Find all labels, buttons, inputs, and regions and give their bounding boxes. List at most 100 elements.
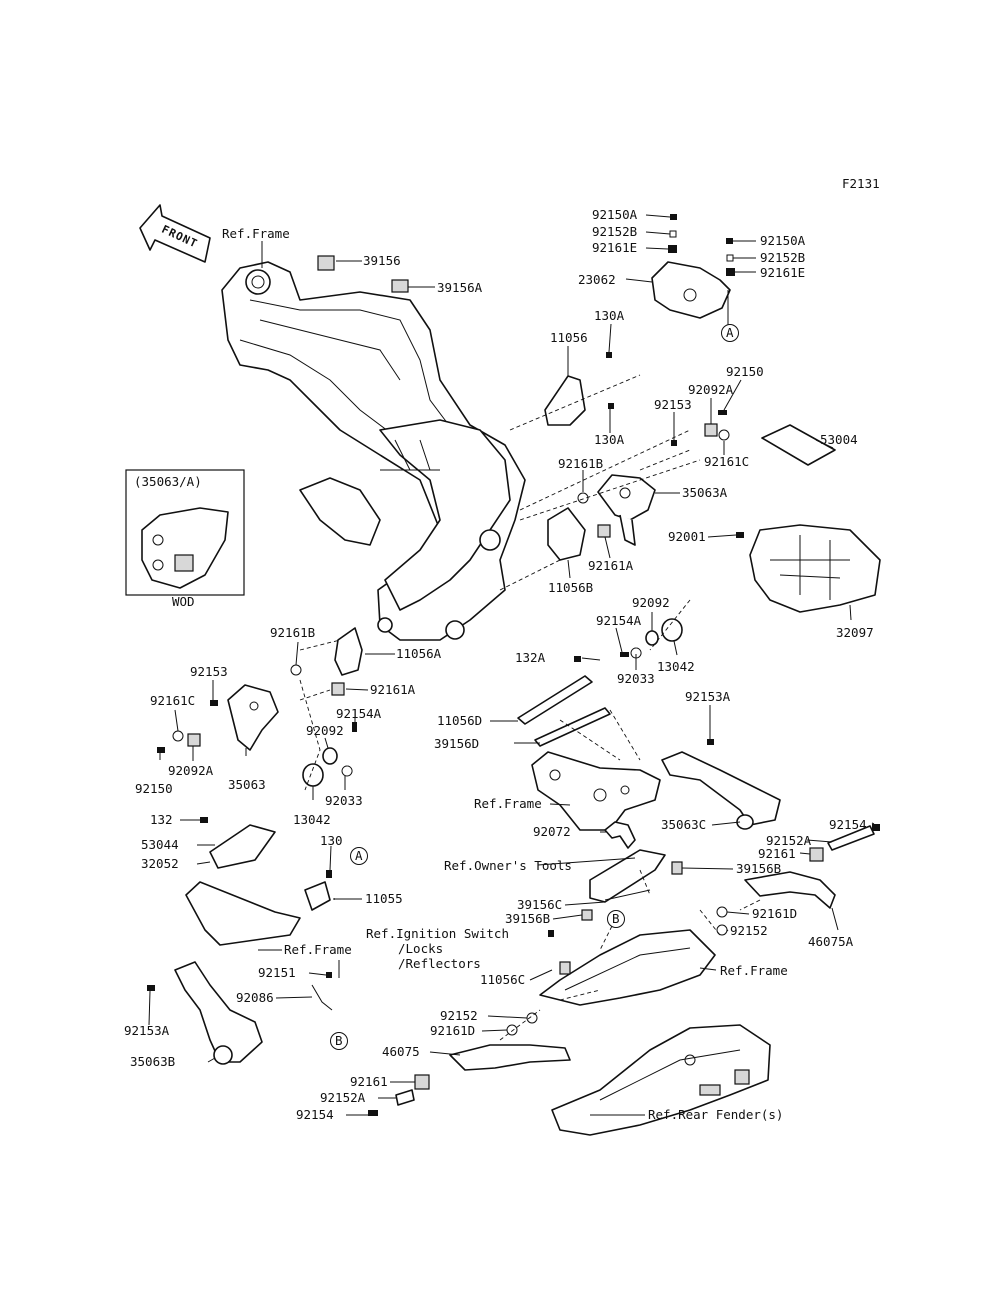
label-39156A: 39156A (437, 280, 483, 295)
label-92001: 92001 (668, 529, 706, 544)
label-ref-frame-top: Ref.Frame (222, 226, 290, 241)
clamp-92072 (604, 821, 636, 849)
label-92153-l: 92153 (190, 664, 228, 679)
label-92152A-r: 92152A (766, 833, 812, 848)
washer-92161B-r (577, 492, 589, 504)
label-92153A-r: 92153A (685, 689, 731, 704)
label-92161-r: 92161 (758, 846, 796, 861)
label-92150A-2: 92150A (760, 233, 806, 248)
front-arrow-icon: FRONT (139, 204, 211, 263)
label-92161E-1: 92161E (592, 240, 637, 255)
svg-text:B: B (612, 911, 620, 926)
rail-11056D (517, 675, 593, 725)
bracket-11055 (304, 881, 331, 911)
label-92152B-2: 92152B (760, 250, 805, 265)
owners-tools (589, 849, 666, 903)
label-35063A: 35063A (682, 485, 728, 500)
footrest-46075 (368, 1044, 571, 1116)
label-32052: 32052 (141, 856, 179, 871)
label-35063B: 35063B (130, 1054, 175, 1069)
subframe-center (531, 751, 661, 831)
footrest-46075A (744, 824, 880, 909)
label-130A-2: 130A (594, 432, 625, 447)
label-ref-ignition-3: /Reflectors (398, 956, 481, 971)
diagram-code: F2131 (842, 176, 880, 191)
inset-caption: WOD (172, 594, 195, 609)
svg-text:B: B (335, 1033, 343, 1048)
callout-A-top: A (721, 324, 739, 342)
sheet-53004 (761, 424, 836, 466)
bracket-35063 (227, 684, 279, 751)
subframe-rear (539, 929, 716, 1006)
label-39156B-l: 39156B (505, 911, 550, 926)
label-92161B-l: 92161B (270, 625, 315, 640)
label-132A: 132A (515, 650, 546, 665)
bracket-35063B (174, 961, 263, 1065)
label-92033-l: 92033 (325, 793, 363, 808)
wire-92086 (311, 984, 333, 1011)
label-ref-rear-fender: Ref.Rear Fender(s) (648, 1107, 783, 1122)
svg-text:A: A (726, 325, 734, 340)
callout-B-left: B (330, 1032, 348, 1050)
label-92154-l: 92154 (296, 1107, 334, 1122)
label-92161A-l: 92161A (370, 682, 416, 697)
label-ref-ignition-2: /Locks (398, 941, 443, 956)
plate-53044 (209, 824, 276, 869)
label-92153A-l: 92153A (124, 1023, 170, 1038)
label-92086: 92086 (236, 990, 274, 1005)
label-92161C-r: 92161C (704, 454, 749, 469)
leader-lines (148, 214, 875, 1116)
label-92092A-r: 92092A (688, 382, 734, 397)
label-92092-l: 92092 (306, 723, 344, 738)
bracket-11056 (544, 375, 586, 426)
callout-A-left: A (350, 847, 368, 865)
inset-box: (35063/A) WOD (125, 469, 245, 609)
label-39156B-r: 39156B (736, 861, 781, 876)
part-labels: Ref.Frame 39156 39156A 92150A 92152B 921… (124, 207, 874, 1122)
label-92161C-l: 92161C (150, 693, 195, 708)
label-92161D-r: 92161D (752, 906, 797, 921)
bushing-13042-r (661, 618, 683, 642)
label-92161A-r: 92161A (588, 558, 634, 573)
label-11056C: 11056C (480, 972, 525, 987)
rubber-39156 (317, 255, 335, 271)
label-130A-1: 130A (594, 308, 625, 323)
label-92154-r: 92154 (829, 817, 867, 832)
bracket-11056A (334, 627, 363, 676)
label-11056D: 11056D (437, 713, 482, 728)
label-92154A-r: 92154A (596, 613, 642, 628)
label-92151: 92151 (258, 965, 296, 980)
label-92150A-1: 92150A (592, 207, 638, 222)
case-32097 (736, 524, 881, 613)
label-ref-frame-right: Ref.Frame (720, 963, 788, 978)
label-39156D: 39156D (434, 736, 479, 751)
label-92152-r: 92152 (730, 923, 768, 938)
label-11056B: 11056B (548, 580, 593, 595)
main-frame (221, 261, 526, 641)
label-92152-l: 92152 (440, 1008, 478, 1023)
bracket-32052 (185, 881, 301, 946)
callout-B-right: B (607, 910, 625, 928)
label-92150-l: 92150 (135, 781, 173, 796)
label-ref-ignition-1: Ref.Ignition Switch (366, 926, 509, 941)
label-23062: 23062 (578, 272, 616, 287)
bushing-13042-l (302, 763, 324, 787)
label-ref-frame-mid: Ref.Frame (474, 796, 542, 811)
inset-title: (35063/A) (134, 474, 202, 489)
label-39156: 39156 (363, 253, 401, 268)
label-32097: 32097 (836, 625, 874, 640)
label-35063C: 35063C (661, 817, 706, 832)
label-92161E-2: 92161E (760, 265, 805, 280)
collar-92092A-r (704, 423, 718, 437)
label-35063: 35063 (228, 777, 266, 792)
label-92161-l: 92161 (350, 1074, 388, 1089)
label-11056A: 11056A (396, 646, 442, 661)
label-ref-owners-tools: Ref.Owner's Tools (444, 858, 572, 873)
rear-fender (551, 1024, 771, 1136)
label-11056: 11056 (550, 330, 588, 345)
rubber-39156A (391, 279, 409, 293)
label-13042-r: 13042 (657, 659, 695, 674)
label-46075A: 46075A (808, 934, 854, 949)
label-130: 130 (320, 833, 343, 848)
